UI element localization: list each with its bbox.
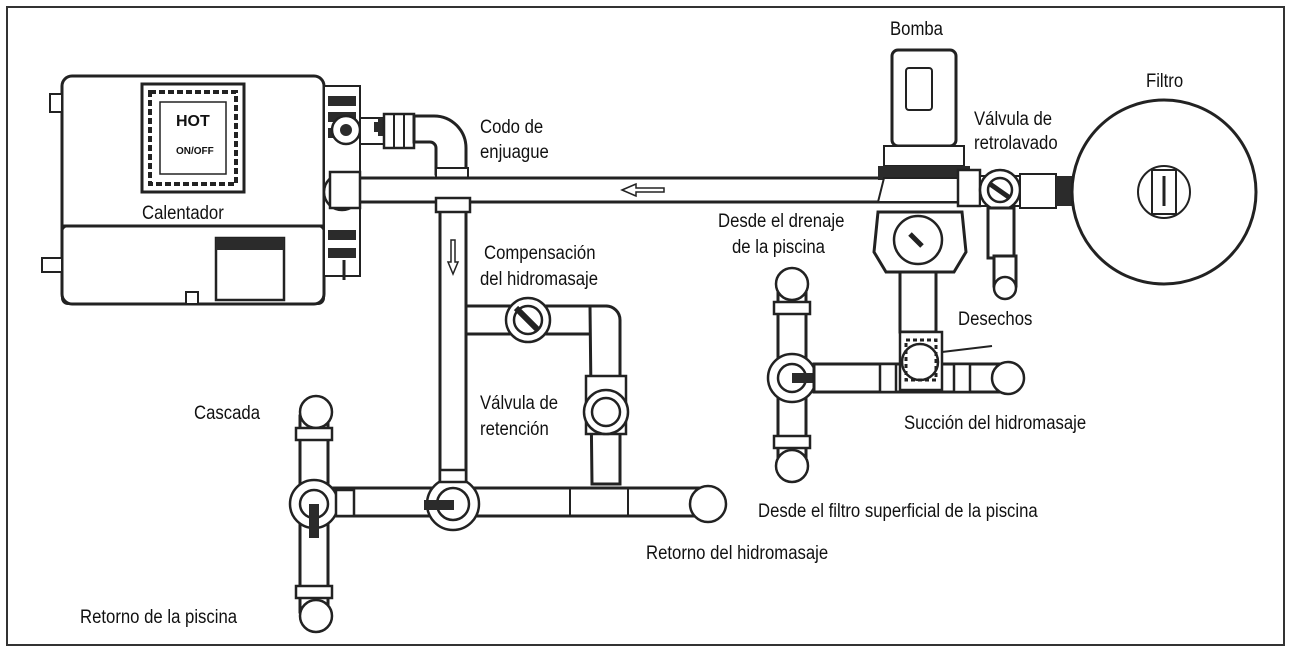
- label-filtro: Filtro: [1146, 71, 1184, 92]
- pump: [872, 48, 974, 334]
- spa-suction-line: [766, 266, 1026, 484]
- flow-arrow-left-icon: [620, 182, 665, 198]
- label-codo-1: Codo de: [480, 117, 544, 138]
- heater-display-line2: ON/OFF: [176, 146, 214, 157]
- label-filtro-superficial: Desde el filtro superficial de la piscin…: [758, 501, 1038, 522]
- label-retencion-2: retención: [480, 419, 549, 440]
- label-succion: Succión del hidromasaje: [904, 413, 1087, 434]
- backwash-valve: [956, 168, 1074, 301]
- label-compensacion-1: Compensación: [484, 243, 596, 264]
- label-compensacion-2: del hidromasaje: [480, 269, 599, 290]
- label-retorno-piscina: Retorno de la piscina: [80, 607, 238, 628]
- label-drenaje-1: Desde el drenaje: [718, 211, 845, 232]
- label-valvula-retrolavado-1: Válvula de: [974, 109, 1053, 130]
- label-desechos: Desechos: [958, 309, 1033, 330]
- label-retencion-1: Válvula de: [480, 393, 559, 414]
- label-retorno-hidromasaje: Retorno del hidromasaje: [646, 543, 829, 564]
- label-drenaje-2: de la piscina: [732, 237, 825, 258]
- label-valvula-retrolavado-2: retrolavado: [974, 133, 1058, 154]
- lower-return-line: [288, 394, 728, 634]
- label-calentador: Calentador: [142, 203, 224, 224]
- label-cascada: Cascada: [194, 403, 260, 424]
- filter: [1070, 98, 1258, 286]
- spa-compensation-loop: [464, 296, 630, 486]
- flow-arrow-down-icon: [446, 239, 460, 276]
- diagram-frame: [6, 6, 1285, 646]
- label-bomba: Bomba: [890, 19, 943, 40]
- heater-display-line1: HOT: [176, 113, 210, 130]
- label-codo-2: enjuague: [480, 142, 549, 163]
